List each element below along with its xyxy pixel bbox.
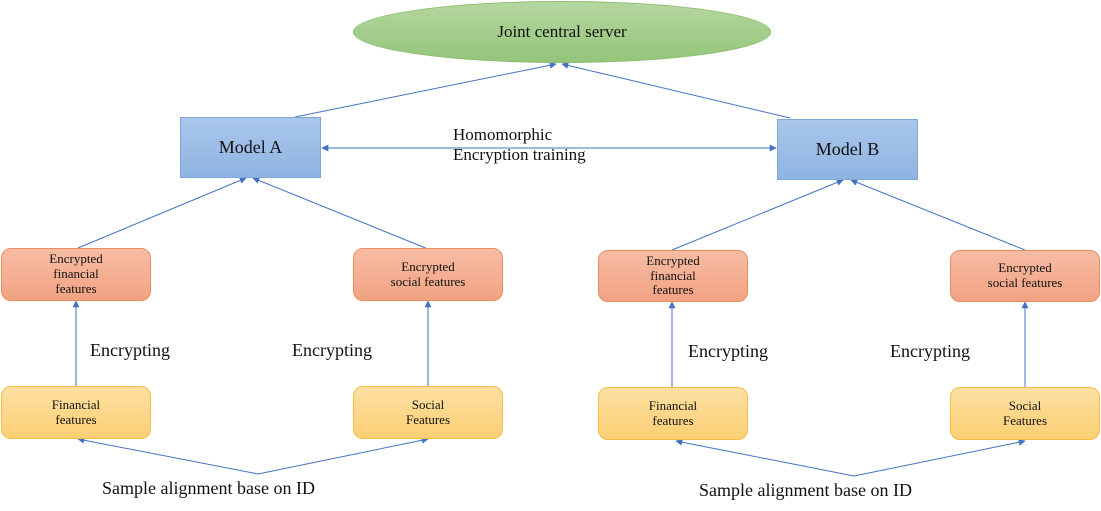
model-b-label: Model B [815, 139, 880, 160]
homomorphic-encryption-label: Homomorphic Encryption training [453, 125, 586, 165]
social-features-b: Social Features [950, 387, 1100, 440]
sample-alignment-label-a: Sample alignment base on ID [102, 478, 315, 498]
encrypting-label-a-financial: Encrypting [90, 340, 170, 360]
financial-features-b: Financial features [598, 387, 748, 440]
encrypting-label-b-financial: Encrypting [688, 341, 768, 361]
joint-central-server-node: Joint central server [353, 1, 771, 63]
financial-features-a-label: Financial features [51, 396, 101, 427]
financial-features-a: Financial features [1, 386, 151, 439]
model-a-label: Model A [218, 137, 283, 158]
encrypted-financial-features-b: Encrypted financial features [598, 250, 748, 302]
model-a-node: Model A [180, 117, 321, 178]
edge-align-a-to-soc-a [257, 436, 429, 475]
encrypted-social-features-b-label: Encrypted social features [987, 260, 1063, 290]
encrypting-label-b-social: Encrypting [890, 341, 970, 361]
server-label: Joint central server [497, 22, 627, 42]
social-features-a-label: Social Features [405, 396, 451, 427]
edge-align-a-to-fin-a [77, 436, 259, 475]
social-features-b-label: Social Features [1002, 397, 1048, 428]
edge-model-a-to-server [294, 61, 557, 118]
encrypted-financial-features-a: Encrypted financial features [1, 248, 151, 301]
encrypted-financial-features-b-label: Encrypted financial features [646, 252, 700, 298]
edge-enc-soc-a-to-model-a [252, 177, 429, 250]
encrypting-label-a-social: Encrypting [292, 340, 372, 360]
edge-model-b-to-server [561, 62, 791, 119]
model-b-node: Model B [777, 119, 918, 180]
encrypted-social-features-a: Encrypted social features [353, 248, 503, 301]
edge-align-b-to-fin-b [675, 438, 855, 477]
social-features-a: Social Features [353, 386, 503, 439]
encrypted-financial-features-a-label: Encrypted financial features [49, 251, 103, 296]
edge-align-b-to-soc-b [853, 438, 1026, 477]
encrypted-social-features-a-label: Encrypted social features [390, 258, 466, 289]
encrypted-social-features-b: Encrypted social features [950, 250, 1100, 302]
edge-enc-fin-a-to-model-a [77, 177, 247, 249]
financial-features-b-label: Financial features [648, 397, 698, 428]
edge-enc-fin-b-to-model-b [671, 179, 844, 251]
edge-enc-soc-b-to-model-b [850, 179, 1026, 251]
sample-alignment-label-b: Sample alignment base on ID [699, 480, 912, 500]
